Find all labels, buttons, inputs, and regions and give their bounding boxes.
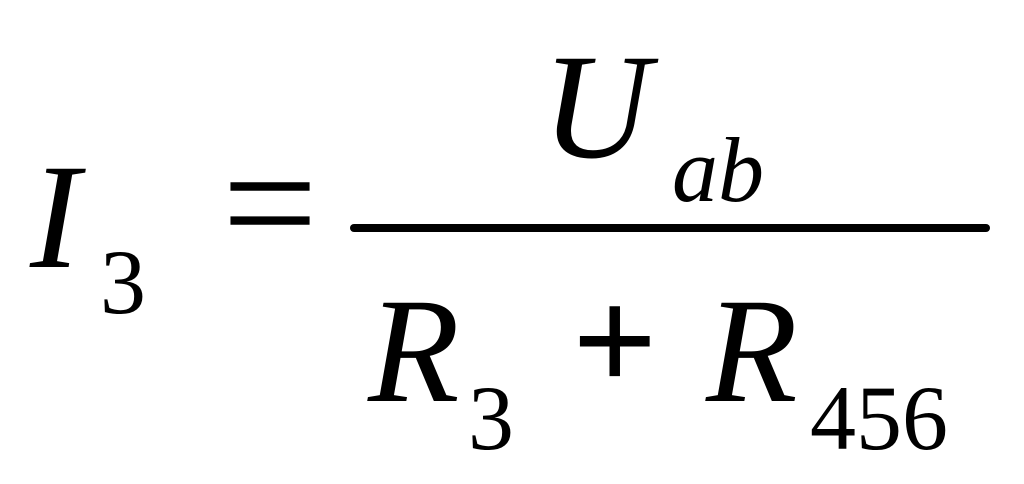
denominator-term2-symbol: R: [706, 268, 798, 434]
denominator-term1-subscript: 3: [468, 367, 514, 469]
fraction-bar: [350, 224, 990, 232]
numerator-symbol: U: [542, 24, 651, 190]
equals-sign: =: [222, 109, 318, 297]
numerator-subscript: ab: [672, 119, 764, 221]
lhs-subscript: 3: [100, 231, 146, 333]
lhs-symbol: I: [30, 134, 80, 300]
denominator-term2-subscript: 456: [810, 367, 948, 469]
plus-sign: +: [572, 258, 658, 424]
denominator-term1-symbol: R: [368, 268, 460, 434]
